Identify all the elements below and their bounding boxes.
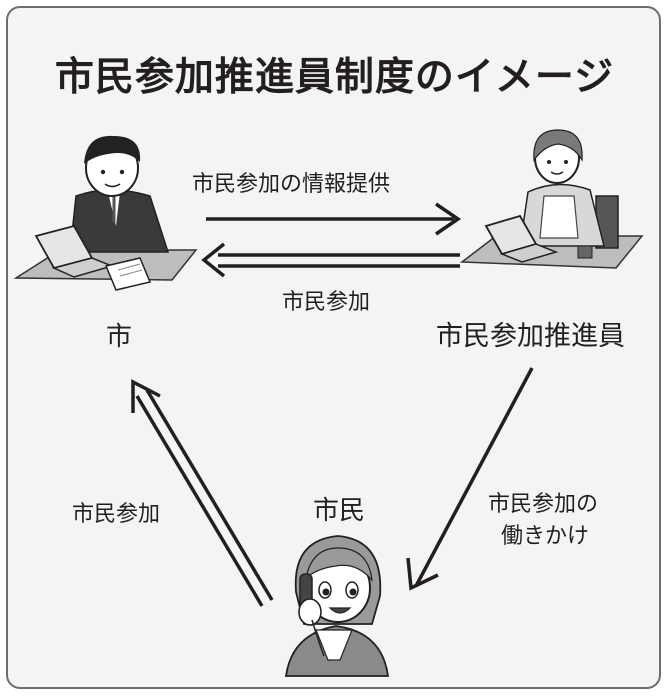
arrow-promoter-to-city	[201, 242, 460, 278]
arrow-promoter-to-citizen	[406, 367, 534, 591]
label-encouragement-line1: 市民参加の	[488, 492, 599, 517]
diagram-title: 市民参加推進員制度のイメージ	[54, 55, 615, 100]
node-citizen: 市民	[313, 496, 366, 526]
arrow-citizen-to-city	[131, 379, 274, 607]
woman-at-laptop-icon	[459, 129, 644, 269]
arrow-city-to-promoter	[206, 202, 462, 236]
node-promoter: 市民参加推進員	[436, 321, 625, 352]
label-encouragement-line2: 働きかけ	[501, 524, 590, 549]
woman-on-phone-icon	[284, 535, 390, 677]
office-worker-at-laptop-icon	[13, 135, 198, 291]
label-participation-to-city: 市民参加	[282, 290, 371, 315]
label-info-provision: 市民参加の情報提供	[192, 172, 391, 197]
label-citizen-participation: 市民参加	[72, 502, 161, 527]
node-city: 市	[106, 322, 133, 352]
